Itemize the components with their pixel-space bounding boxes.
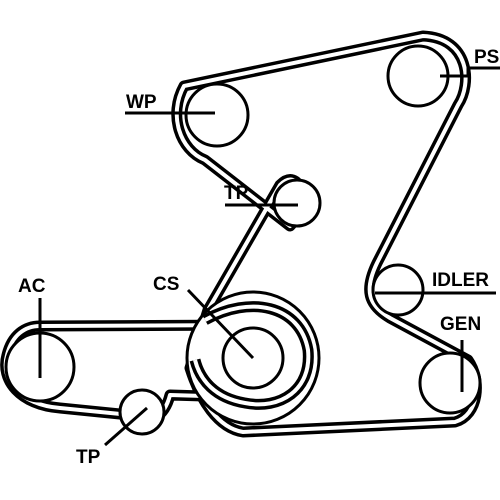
ps-leader: [440, 66, 500, 78]
ac-label: AC: [18, 276, 46, 297]
tp-upper-label: TP: [224, 183, 249, 204]
idler-label: IDLER: [432, 270, 489, 291]
tp-lower-label: TP: [76, 447, 101, 468]
wp-label: WP: [126, 92, 157, 113]
labels: PS WP TP IDLER AC CS GEN TP: [18, 47, 499, 468]
cs-leader: [186, 288, 255, 360]
tp-upper-pulley: [272, 178, 322, 228]
wp-pulley: [184, 82, 250, 148]
gen-label: GEN: [440, 314, 481, 335]
ps-label: PS: [474, 47, 499, 68]
idler-pulley: [371, 263, 425, 317]
cs-wrap-inner: [193, 304, 311, 407]
gen-pulley: [418, 351, 482, 415]
ps-pulley: [386, 44, 450, 108]
cs-pulley-inner: [221, 326, 285, 390]
cs-belt-wrap: [189, 301, 314, 410]
leader-lines: [38, 66, 500, 447]
cs-label: CS: [153, 274, 179, 295]
tp-lower-leader: [104, 406, 148, 447]
